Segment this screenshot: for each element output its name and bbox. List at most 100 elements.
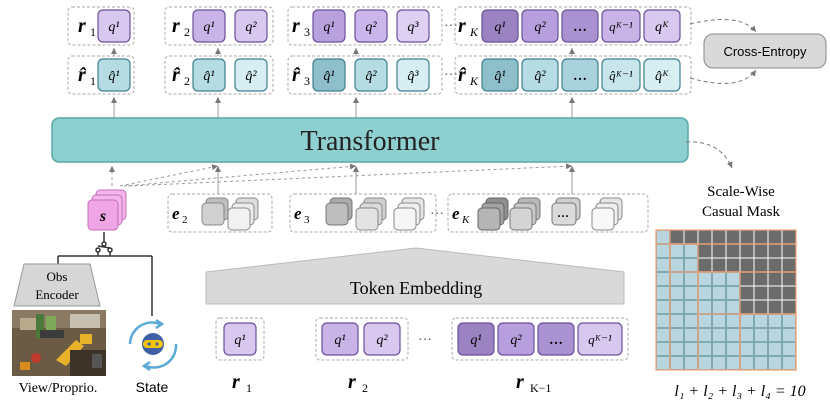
mask-cell-visible — [670, 342, 684, 356]
mask-cell-visible — [754, 314, 768, 328]
mask-cell-visible — [726, 328, 740, 342]
mask-cell-visible — [656, 356, 670, 370]
mask-cell-visible — [656, 314, 670, 328]
arrow-hat-to-ce — [689, 69, 757, 84]
mask-cell-visible — [698, 356, 712, 370]
r2-sub: 2 — [184, 25, 190, 39]
group-r1: r 1 q¹ — [67, 6, 135, 46]
mask-cell-visible — [656, 272, 670, 286]
mask-cell-visible — [726, 342, 740, 356]
state-token-stack: s — [87, 189, 127, 231]
mask-cell-masked — [782, 300, 796, 314]
embedding-to-transformer-arrows — [215, 166, 575, 194]
mask-cell-visible — [670, 300, 684, 314]
mask-cell-visible — [712, 272, 726, 286]
rK-token-5: qᴷ — [655, 20, 669, 35]
r3-hat-token-3: q̂³ — [407, 69, 419, 84]
mask-cell-visible — [656, 342, 670, 356]
mask-cell-masked — [754, 230, 768, 244]
mask-cell-visible — [684, 342, 698, 356]
mask-cell-visible — [698, 342, 712, 356]
bottom-rK-token-4: qᴷ⁻¹ — [588, 332, 612, 347]
transformer-block: Transformer — [51, 117, 689, 163]
obs-encoder-line2: Encoder — [35, 287, 79, 302]
mask-cell-visible — [754, 356, 768, 370]
rK-hat-token-4: q̂ᴷ⁻¹ — [609, 68, 633, 83]
bottom-r1-sub: 1 — [246, 381, 252, 395]
cross-entropy-box: Cross-Entropy — [703, 33, 827, 69]
bottom-group-r1: q¹ r 1 — [215, 317, 265, 395]
token-embedding-block: Token Embedding — [205, 247, 625, 305]
mask-cell-visible — [712, 300, 726, 314]
mask-cell-visible — [698, 300, 712, 314]
bottom-rK-sub: K−1 — [530, 381, 551, 395]
bottom-rK-token-ellipsis: … — [549, 333, 563, 348]
r1-hat-token-1: q̂¹ — [108, 69, 119, 84]
group-r3-hat: r̂ 3 q̂¹ q̂² q̂³ — [287, 55, 443, 95]
mask-cell-visible — [698, 272, 712, 286]
group-r3: r 3 q¹ q² q³ — [287, 6, 443, 46]
mask-cell-visible — [670, 286, 684, 300]
mask-cell-visible — [684, 328, 698, 342]
r3-token-3: q³ — [407, 20, 419, 35]
mask-cell-visible — [670, 272, 684, 286]
mask-cell-masked — [754, 300, 768, 314]
state-connector — [57, 232, 153, 316]
mask-cell-masked — [740, 258, 754, 272]
bottom-group-rK-1: q¹ q² … qᴷ⁻¹ r K−1 — [451, 317, 629, 395]
mask-cell-visible — [670, 258, 684, 272]
mask-cell-visible — [670, 356, 684, 370]
mask-cell-visible — [670, 244, 684, 258]
mask-cell-visible — [726, 272, 740, 286]
r1-sub: 1 — [90, 25, 96, 39]
mask-cell-visible — [684, 300, 698, 314]
mask-cell-masked — [740, 272, 754, 286]
r1-hat-sub: 1 — [90, 74, 96, 88]
mask-cell-masked — [670, 230, 684, 244]
mask-cell-visible — [740, 328, 754, 342]
r3-hat-token-2: q̂² — [365, 69, 377, 84]
r3-hat-label: r̂ — [292, 64, 301, 86]
transformer-label: Transformer — [301, 126, 441, 157]
mask-cell-masked — [740, 230, 754, 244]
r3-hat-sub: 3 — [304, 74, 310, 88]
mask-cell-visible — [684, 258, 698, 272]
rK-hat-token-5: q̂ᴷ — [655, 69, 669, 84]
mask-cell-visible — [726, 356, 740, 370]
mask-cell-visible — [782, 356, 796, 370]
mask-cell-visible — [684, 286, 698, 300]
group-rK-hat: r̂ K q̂¹ q̂² … q̂ᴷ⁻¹ q̂ᴷ — [454, 55, 692, 95]
embedding-e3: e 3 — [289, 193, 437, 233]
mask-cell-visible — [656, 328, 670, 342]
state-token-label: s — [99, 208, 106, 225]
mask-cell-visible — [726, 300, 740, 314]
mask-cell-visible — [656, 230, 670, 244]
group-r2-hat: r̂ 2 q̂¹ q̂² — [164, 55, 274, 95]
mask-cell-visible — [684, 244, 698, 258]
mask-cell-visible — [684, 272, 698, 286]
mask-cell-visible — [740, 356, 754, 370]
r2-token-2: q² — [245, 20, 257, 35]
mask-cell-masked — [684, 230, 698, 244]
e3-label: e — [294, 204, 302, 223]
mask-cell-visible — [698, 286, 712, 300]
hat-row-r: r̂ 1 q̂¹ r̂ 2 q̂¹ q̂² r̂ 3 q̂¹ q̂² q̂³ ·… — [67, 55, 692, 95]
transformer-output-arrows — [111, 97, 575, 118]
group-r1-hat: r̂ 1 q̂¹ — [67, 55, 135, 95]
r3-token-1: q¹ — [323, 20, 334, 35]
mask-cell-masked — [740, 300, 754, 314]
r1-label: r — [78, 15, 86, 37]
bottom-rK-token-2: q² — [510, 333, 522, 348]
rK-hat-sub: K — [469, 74, 479, 88]
rK-hat-label: r̂ — [458, 64, 467, 86]
mask-cell-masked — [768, 300, 782, 314]
group-rK: r K q¹ q² … qᴷ⁻¹ qᴷ — [454, 6, 692, 46]
mask-cell-masked — [754, 286, 768, 300]
mask-cell-visible — [782, 314, 796, 328]
mask-cell-masked — [740, 286, 754, 300]
embedding-e2: e 2 — [167, 193, 273, 233]
eK-ellipsis: ··· — [557, 209, 569, 223]
state-icon — [128, 318, 178, 372]
mask-cell-visible — [726, 314, 740, 328]
rK-hat-token-1: q̂¹ — [494, 69, 505, 84]
